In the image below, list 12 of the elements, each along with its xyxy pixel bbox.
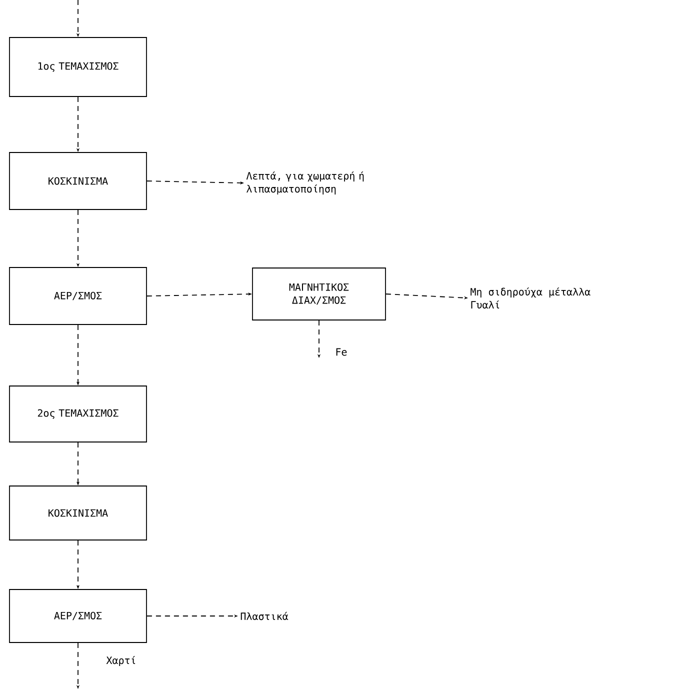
process-box: 2ος ΤΕΜΑΧΙΣΜΟΣ (9, 386, 147, 442)
process-box: ΑΕΡ/ΣΜΟΣ (9, 267, 147, 325)
process-box: ΜΑΓΝΗΤΙΚΟΣ ΔΙΑΧ/ΣΜΟΣ (252, 268, 386, 320)
process-box: ΚΟΣΚΙΝΙΣΜΑ (9, 486, 147, 540)
output-text: Μη σιδηρούχα μέταλλα Γυαλί (470, 287, 590, 309)
process-box: ΚΟΣΚΙΝΙΣΜΑ (9, 152, 147, 210)
process-box: ΑΕΡ/ΣΜΟΣ (9, 589, 147, 643)
edge-label: Χαρτί (105, 654, 138, 668)
edge-label: Fe (334, 347, 348, 357)
output-text: Πλαστικά (240, 612, 288, 620)
output-text: Λεπτά, για χωματερή ή λιπασματοποίηση (246, 171, 364, 195)
process-box: 1ος ΤΕΜΑΧΙΣΜΟΣ (9, 37, 147, 97)
